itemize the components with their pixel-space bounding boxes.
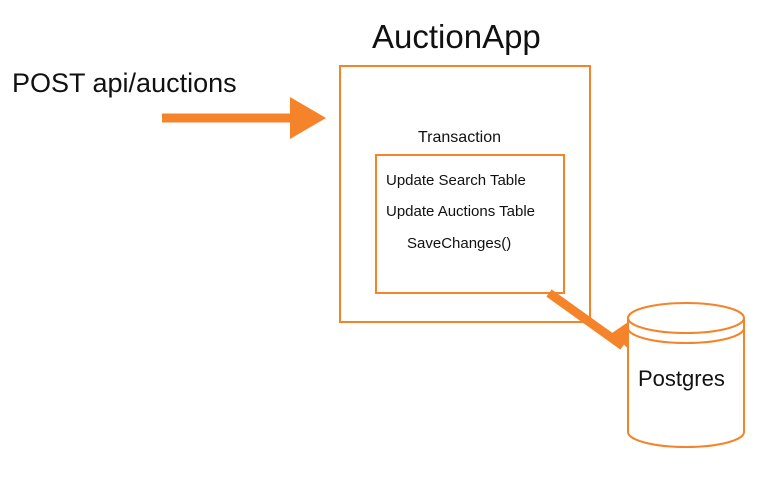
database-cylinder-top bbox=[627, 302, 745, 334]
request-label: POST api/auctions bbox=[12, 68, 237, 98]
transaction-box bbox=[375, 154, 565, 294]
database-label: Postgres bbox=[638, 366, 725, 391]
transaction-step-update-auctions: Update Auctions Table bbox=[386, 203, 535, 220]
app-title: AuctionApp bbox=[372, 18, 541, 55]
database-cylinder-body bbox=[627, 318, 745, 448]
transaction-step-save-changes: SaveChanges() bbox=[407, 235, 512, 252]
database-cylinder-icon bbox=[627, 302, 745, 448]
transaction-step-update-search: Update Search Table bbox=[386, 172, 526, 189]
database-arrow-shaft bbox=[546, 289, 626, 350]
transaction-label: Transaction bbox=[418, 129, 501, 146]
request-arrow bbox=[162, 97, 326, 139]
request-arrow-head bbox=[290, 97, 326, 139]
database-cylinder-ring bbox=[627, 327, 745, 344]
auction-app-box bbox=[339, 65, 591, 323]
